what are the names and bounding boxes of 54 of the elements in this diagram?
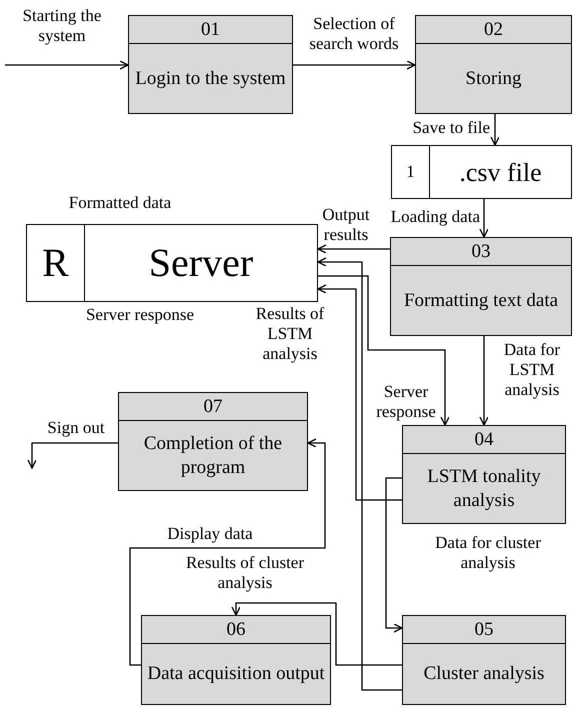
store-caption: Formatted data [68,193,172,213]
process-box [118,392,308,491]
arrow [293,60,416,70]
process-name: Cluster analysis [424,662,544,686]
arrow [479,199,489,238]
edge-label: Results of cluster analysis [184,553,306,593]
arrow [317,244,390,254]
edge-label: Server response [375,382,437,422]
process-number: 05 [474,620,494,639]
edge-label: Data for LSTM analysis [502,340,562,400]
process-name: Login to the system [135,66,286,90]
edge-label: Display data [166,524,254,544]
process-box [415,15,572,114]
store-caption: Server response [84,305,196,325]
arrow [385,477,403,633]
process-name: Formatting text data [404,288,558,312]
process-name: Completion of the program [142,432,284,480]
arrow [317,284,402,501]
store-id: 1 [406,161,415,184]
store-id: R [42,239,69,287]
data-store [391,145,572,199]
data-store [26,224,318,302]
process-box [402,615,566,705]
arrow [490,114,500,146]
edge-label: Loading data [390,207,480,227]
edge-label: Save to file [412,118,490,138]
process-box [141,615,331,705]
arrow [129,438,326,666]
edge-label: Sign out [46,418,106,438]
arrow [317,257,402,691]
process-box [402,425,566,524]
arrow [318,275,450,426]
process-number: 02 [484,20,503,39]
process-name: Storing [466,66,522,90]
arrow [231,602,402,666]
process-number: 01 [201,20,220,39]
process-number: 07 [204,397,222,416]
process-box [390,237,572,336]
arrow [27,442,118,469]
store-name: .csv file [459,156,542,188]
process-name: LSTM tonality analysis [426,464,542,512]
arrow [5,60,129,70]
process-number: 03 [472,242,490,261]
store-name: Server [148,239,254,287]
edge-label: Output results [321,205,371,245]
arrow [479,336,489,426]
process-number: 06 [226,620,246,639]
edge-label: Results of LSTM analysis [254,304,326,364]
edge-label: Data for cluster analysis [434,533,542,573]
edge-label: Starting the system [22,6,102,46]
edge-label: Selection of search words [308,14,400,54]
process-name: Data acquisition output [147,662,325,686]
process-number: 04 [474,430,494,449]
process-box [128,15,293,114]
